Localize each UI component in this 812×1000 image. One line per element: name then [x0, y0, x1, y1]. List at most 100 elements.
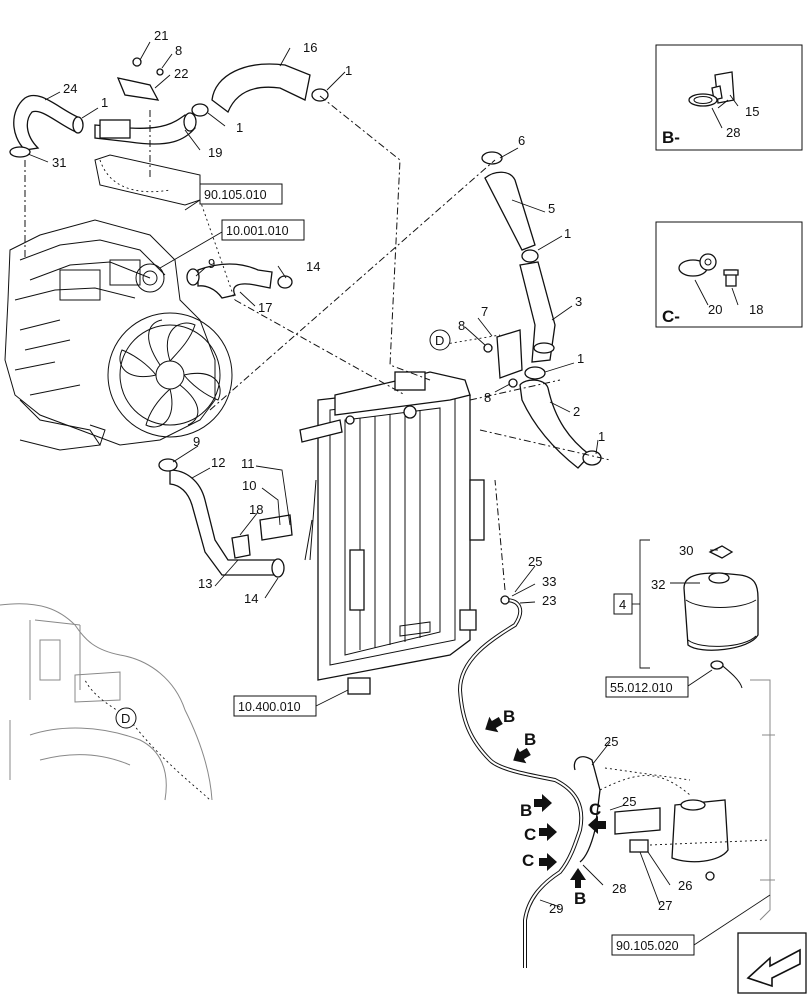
clamp-9b: [158, 458, 178, 472]
clamp-1e: [524, 366, 546, 380]
clamp-9a: [186, 268, 200, 286]
callout-25-mid: 25: [604, 734, 618, 749]
clamp-1d: [521, 249, 539, 263]
pipe-3: [519, 261, 556, 363]
engine-assembly: [4, 154, 233, 451]
clamp-1f: [582, 450, 602, 466]
callout-1-e: 1: [577, 351, 584, 366]
callout-28-main: 28: [612, 881, 626, 896]
callout-2: 2: [573, 404, 580, 419]
callout-9-low: 9: [193, 434, 200, 449]
arrow-c-2: [588, 816, 606, 834]
arrow-b-4-label: B: [574, 889, 586, 908]
callout-1-a: 1: [345, 63, 352, 78]
callout-14-top: 14: [306, 259, 320, 274]
callout-12: 12: [211, 455, 225, 470]
clamp-1a: [72, 116, 84, 134]
hose-5: [484, 171, 536, 251]
callout-19: 19: [208, 145, 222, 160]
callout-1-c: 1: [236, 120, 243, 135]
arrow-c-2-label: C: [589, 800, 601, 819]
callout-3: 3: [575, 294, 582, 309]
sleeve: [99, 119, 131, 139]
arrow-b-4: [570, 868, 586, 888]
detail-d-label-bottom: D: [121, 711, 130, 726]
callout-11: 11: [241, 456, 255, 471]
callout-23: 23: [542, 593, 556, 608]
hose-12: [169, 469, 276, 576]
expansion-tank: [683, 572, 759, 651]
arrow-b-2-label: B: [524, 730, 536, 749]
callout-20: 20: [708, 302, 722, 317]
arrow-b-1-label: B: [503, 707, 515, 726]
callout-13: 13: [198, 576, 212, 591]
arrow-c-1-label: C: [524, 825, 536, 844]
arrow-b-3-label: B: [520, 801, 532, 820]
kit-label-4: 4: [619, 597, 626, 612]
callout-8-top: 8: [175, 43, 182, 58]
callout-15: 15: [745, 104, 759, 119]
detail-b-label: B-: [662, 128, 680, 147]
callout-17: 17: [258, 300, 272, 315]
callout-21: 21: [154, 28, 168, 43]
ref-10-400-010: 10.400.010: [238, 700, 301, 714]
callout-1-d: 1: [564, 226, 571, 241]
ref-90-105-020: 90.105.020: [616, 939, 679, 953]
detail-d-label-top: D: [435, 333, 444, 348]
callout-8-low: 8: [484, 390, 491, 405]
clamp-31: [9, 146, 31, 158]
clamp-6: [481, 151, 503, 165]
hose-24: [13, 94, 81, 151]
vehicle-frame: [0, 603, 775, 921]
detail-d-marker-bottom: [115, 707, 137, 729]
radiator: [299, 371, 485, 695]
kit-box-4: [613, 593, 633, 615]
hose-2: [519, 379, 591, 469]
callout-24: 24: [63, 81, 77, 96]
arrow-c-3: [539, 853, 557, 871]
callout-18-detail: 18: [749, 302, 763, 317]
ref-90-105-010: 90.105.010: [204, 188, 267, 202]
callout-30: 30: [679, 543, 693, 558]
ref-10-001-010: 10.001.010: [226, 224, 289, 238]
next-page-arrow-icon[interactable]: [737, 932, 807, 994]
clamp-1b: [191, 103, 209, 117]
arrow-c-3-label: C: [522, 851, 534, 870]
arrow-b-2: [513, 747, 531, 764]
arrow-b-3: [534, 794, 552, 812]
ref-box-90-105-010[interactable]: [199, 183, 283, 205]
reservoir-tank: [671, 799, 729, 863]
hose-17: [197, 263, 273, 299]
clamp-14a: [277, 275, 293, 289]
callout-numbers: 21 8 22 16 1 24 1 1 19 31 6 5 1 3 1 2 1 …: [52, 28, 763, 916]
leader-lines: [27, 41, 739, 908]
detail-d-marker-top: [429, 329, 451, 351]
callout-1-b: 1: [101, 95, 108, 110]
callout-18-left: 18: [249, 502, 263, 517]
clamp-1c: [311, 88, 329, 102]
callout-14-low: 14: [244, 591, 258, 606]
callout-32: 32: [651, 577, 665, 592]
hose-16: [211, 63, 311, 114]
ref-box-10-001-010[interactable]: [221, 219, 305, 241]
callout-1-f: 1: [598, 429, 605, 444]
callout-27: 27: [658, 898, 672, 913]
callout-9-top: 9: [208, 256, 215, 271]
callout-22: 22: [174, 66, 188, 81]
callout-31: 31: [52, 155, 66, 170]
callout-29: 29: [549, 901, 563, 916]
ref-box-55-012-010[interactable]: [605, 676, 689, 698]
callout-10: 10: [242, 478, 256, 493]
callout-7: 7: [481, 304, 488, 319]
detail-c-label: C-: [662, 307, 680, 326]
callout-25-low: 25: [622, 794, 636, 809]
callout-33: 33: [542, 574, 556, 589]
callout-26: 26: [678, 878, 692, 893]
clamp-14b: [271, 558, 285, 578]
ref-55-012-010: 55.012.010: [610, 681, 673, 695]
arrow-b-1: [485, 716, 503, 733]
callout-6: 6: [518, 133, 525, 148]
arrow-c-1: [539, 823, 557, 841]
callout-8-mid: 8: [458, 318, 465, 333]
